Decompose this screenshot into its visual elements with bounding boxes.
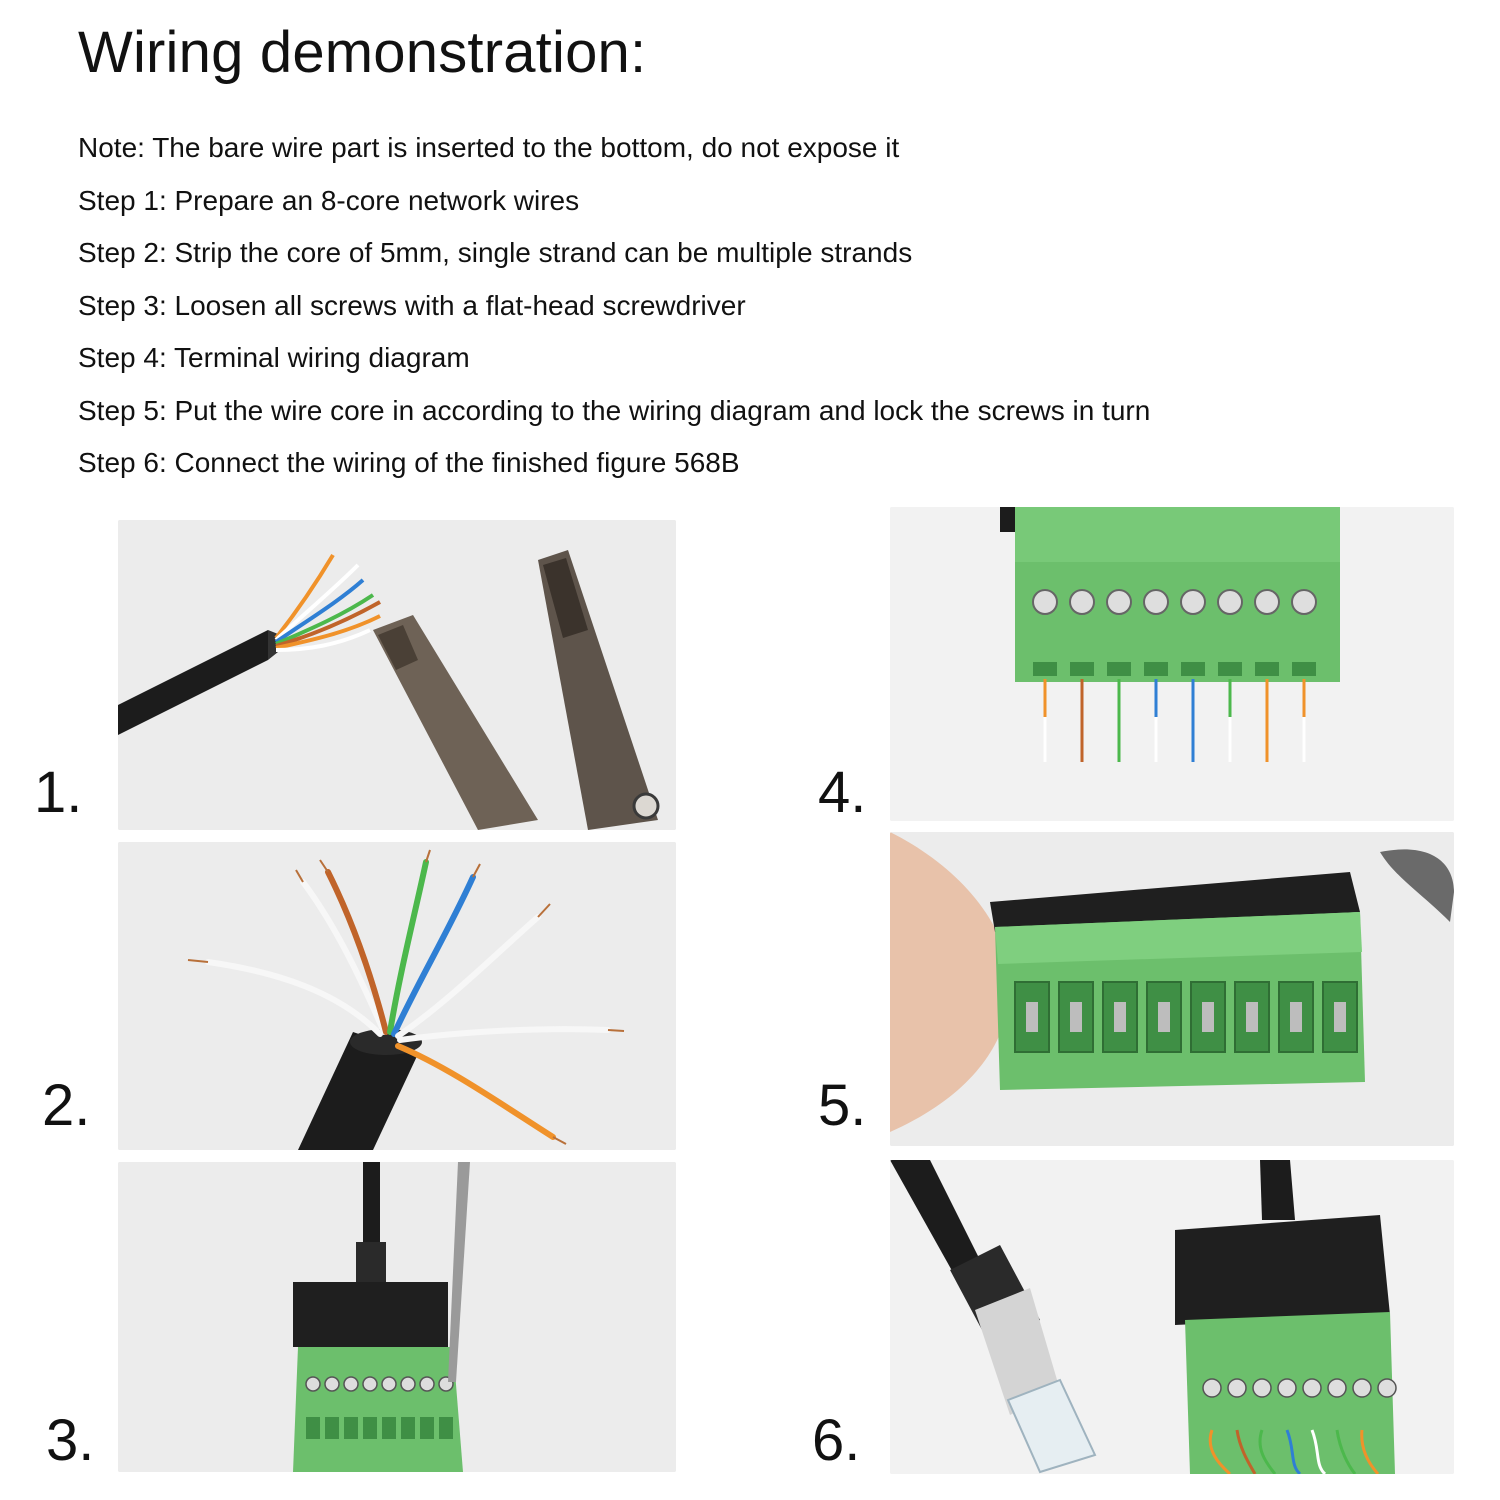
figure-2-number: 2. xyxy=(42,1073,91,1138)
figure-5-number: 5. xyxy=(818,1073,867,1138)
step-4-text: Step 4: Terminal wiring diagram xyxy=(78,342,470,373)
figure-1-number: 1. xyxy=(34,760,83,825)
figure-6-number: 6. xyxy=(812,1408,861,1473)
photo-1-cable-and-stripper xyxy=(118,520,676,830)
cable-stripper-illustration xyxy=(118,520,676,830)
photo-2-stripped-cores xyxy=(118,842,676,1150)
figure-4-number: 4. xyxy=(818,760,867,825)
step-5-text: Step 5: Put the wire core in according t… xyxy=(78,394,1151,426)
photo-6-finished-connection xyxy=(890,1160,1454,1474)
page-title: Wiring demonstration: xyxy=(78,20,647,85)
photo-3-loosening-screws xyxy=(118,1162,676,1472)
figure-3-number: 3. xyxy=(46,1408,95,1473)
finished-connection-illustration xyxy=(890,1160,1454,1474)
step-6-text: Step 6: Connect the wiring of the finish… xyxy=(78,447,740,478)
step-1-text: Step 1: Prepare an 8-core network wires xyxy=(78,184,580,216)
terminal-front-illustration xyxy=(890,832,1454,1146)
instructions: Note: The bare wire part is inserted to … xyxy=(78,122,1458,490)
photo-4-wiring-diagram xyxy=(890,507,1454,821)
step-3-text: Step 3: Loosen all screws with a flat-he… xyxy=(78,289,746,321)
loosening-screws-illustration xyxy=(118,1162,676,1472)
note-text: Note: The bare wire part is inserted to … xyxy=(78,132,900,163)
photo-5-terminal-front xyxy=(890,832,1454,1146)
step-2-text: Step 2: Strip the core of 5mm, single st… xyxy=(78,237,913,268)
wiring-diagram-illustration xyxy=(890,507,1454,821)
stripped-cores-illustration xyxy=(118,842,676,1150)
